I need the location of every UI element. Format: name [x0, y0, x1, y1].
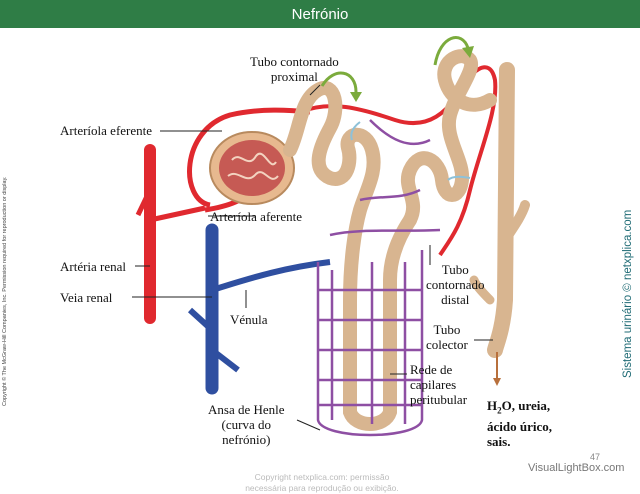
flow-arrow — [433, 36, 470, 66]
nephron-illustration — [132, 36, 530, 437]
reabsorption-arrow — [350, 121, 361, 141]
label-renal-artery: Artéria renal — [60, 259, 127, 274]
distal-tubule — [401, 49, 497, 227]
proximal-tubule — [283, 81, 381, 419]
label-collecting-duct: Tubo colector — [426, 322, 468, 352]
label-urine-output: H2O, ureia, ácido úrico, sais. — [487, 398, 552, 449]
side-copyright: Copyright © The McGraw-Hill Companies, I… — [2, 176, 8, 406]
efferent-arteriole — [187, 107, 311, 208]
diagram-stage: Copyright © The McGraw-Hill Companies, I… — [0, 28, 640, 493]
collecting-duct — [487, 62, 515, 358]
label-loop-of-henle: Ansa de Henle (curva do nefrónio) — [208, 402, 285, 447]
label-proximal-tubule: Tubo contornado proximal — [250, 54, 339, 84]
label-efferent-arteriole: Arteríola eferente — [60, 123, 153, 138]
label-peritubular-capillaries: Rede de capilares peritubular — [410, 362, 468, 407]
watermark: Copyright netxplica.com: permissão neces… — [245, 472, 399, 493]
side-brand: Sistema urinário © netxplica.com — [622, 209, 634, 378]
renal-artery — [135, 144, 206, 324]
venule — [211, 259, 331, 293]
secretion-arrow — [447, 175, 471, 181]
label-afferent-arteriole: Arteríola aferente — [210, 209, 303, 224]
title-bar: Nefrónio — [0, 0, 640, 28]
label-distal-tubule: Tubo contornado distal — [426, 262, 485, 307]
leader-lines — [132, 84, 493, 431]
peritubular-arteriole — [299, 65, 498, 257]
capillary-network — [316, 119, 441, 437]
page-number: 47 — [590, 452, 601, 462]
label-venule: Vénula — [230, 312, 268, 327]
loop-of-henle — [343, 213, 417, 431]
glomerulus — [209, 131, 295, 205]
label-renal-vein: Veia renal — [60, 290, 113, 305]
page-title: Nefrónio — [291, 5, 349, 23]
flow-arrow — [320, 71, 358, 93]
footer-brand: VisualLightBox.com — [528, 462, 625, 474]
renal-vein — [187, 223, 331, 395]
